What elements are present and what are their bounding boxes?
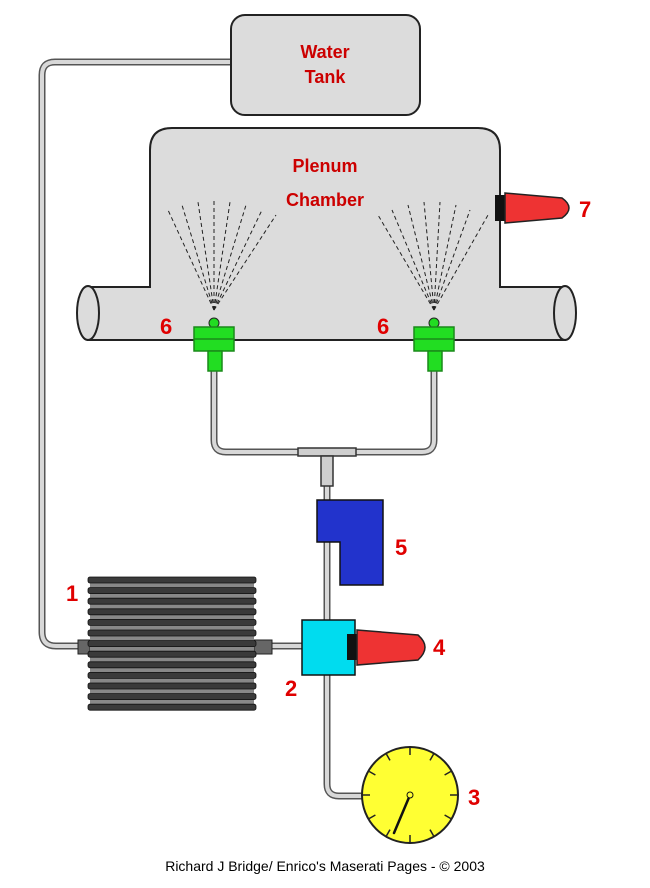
label-1: 1 bbox=[66, 581, 78, 606]
heat-exchanger-outlet bbox=[253, 639, 273, 655]
gauge-pipe bbox=[323, 672, 366, 800]
water-tank-label-line1: Water bbox=[300, 42, 349, 62]
pressure-gauge bbox=[361, 746, 459, 844]
injector-left bbox=[193, 317, 235, 372]
pump bbox=[301, 619, 356, 676]
gauge-tick bbox=[444, 770, 452, 776]
label-6-right: 6 bbox=[377, 314, 389, 339]
heat-exchanger-fin bbox=[87, 661, 257, 669]
plenum-chamber: Plenum Chamber bbox=[76, 127, 577, 341]
heat-exchanger-fin bbox=[87, 672, 257, 679]
spray-right bbox=[377, 201, 489, 311]
spray-left bbox=[167, 200, 277, 311]
injector-manifold-pipe bbox=[210, 366, 438, 456]
t-junction bbox=[297, 447, 357, 487]
runner-left-end bbox=[76, 285, 100, 341]
plenum-sensor bbox=[495, 192, 570, 224]
gauge-tick bbox=[368, 814, 376, 820]
water-tank-label-line2: Tank bbox=[305, 67, 347, 87]
gauge-hub bbox=[406, 791, 414, 799]
plenum-label-line2: Chamber bbox=[286, 190, 364, 210]
label-5: 5 bbox=[395, 535, 407, 560]
gauge-needle bbox=[392, 793, 412, 835]
footer-credit: Richard J Bridge/ Enrico's Maserati Page… bbox=[165, 858, 485, 874]
heat-exchanger-fin bbox=[87, 640, 257, 647]
heat-exchanger-fin bbox=[87, 682, 257, 690]
heat-exchanger-fin bbox=[87, 629, 257, 637]
gauge-tick bbox=[368, 770, 376, 776]
label-7: 7 bbox=[579, 197, 591, 222]
heat-exchanger-fin bbox=[87, 619, 257, 626]
heat-exchanger bbox=[77, 576, 273, 711]
label-2: 2 bbox=[285, 676, 297, 701]
heat-exchanger-fin bbox=[87, 693, 257, 700]
gauge-tick bbox=[429, 753, 435, 761]
gauge-tick bbox=[385, 829, 391, 837]
runner-right-end bbox=[553, 285, 577, 341]
heat-exchanger-fin bbox=[87, 650, 257, 658]
heat-exchanger-fin bbox=[87, 587, 257, 594]
heat-exchanger-fin bbox=[87, 703, 257, 711]
injector-right bbox=[413, 317, 455, 372]
gauge-tick bbox=[444, 814, 452, 820]
water-tank: Water Tank bbox=[230, 14, 421, 116]
gauge-tick bbox=[385, 753, 391, 761]
heat-exchanger-fin bbox=[87, 608, 257, 616]
check-valve-block bbox=[316, 499, 384, 586]
label-4: 4 bbox=[433, 635, 446, 660]
heat-exchanger-fin bbox=[87, 597, 257, 605]
heat-exchanger-fin bbox=[87, 576, 257, 584]
pump-sensor bbox=[347, 629, 426, 666]
gauge-tick bbox=[429, 829, 435, 837]
label-3: 3 bbox=[468, 785, 480, 810]
plenum-label-line1: Plenum bbox=[292, 156, 357, 176]
label-6-left: 6 bbox=[160, 314, 172, 339]
